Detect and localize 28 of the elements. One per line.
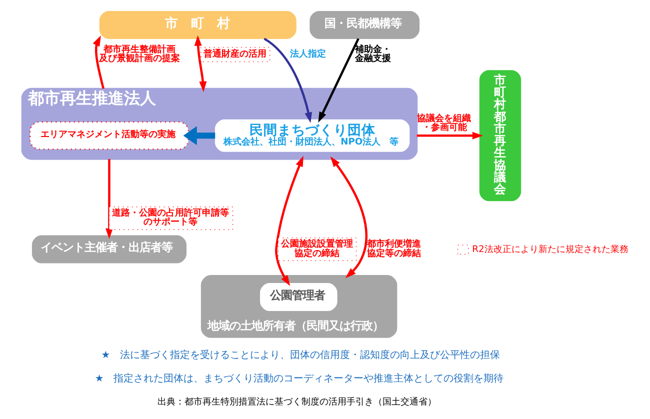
arrow [183, 126, 216, 146]
label: ★ 指定された団体は、まちづくり活動のコーディネーターや推進主体としての役割を期待 [94, 373, 504, 384]
arrow [416, 132, 484, 140]
arrow [330, 156, 368, 278]
edge-label: 普通財産の活用 [204, 50, 267, 60]
arrow [264, 38, 312, 123]
edge-label: 都市利便増進協定等の締結 [367, 240, 422, 259]
label: 出典：都市再生特別措置法に基づく制度の活用手引き（国土交通省） [157, 398, 436, 408]
arrow [194, 35, 207, 92]
legend-label: R2法改正により新たに規定された業務 [472, 245, 628, 256]
node-box: イベント主催者・出店者等 [32, 235, 187, 264]
node-box: 市 町 村 [99, 10, 296, 40]
edge-label: 協議会を組織・参画可能 [417, 114, 472, 134]
arrow [318, 38, 360, 123]
edge-label: 道路・公園の占用許可申請等のサポート等 [112, 208, 229, 228]
label: ★ 法に基づく指定を受けることにより、団体の信用度・認知度の向上及び公平性の担保 [101, 350, 500, 361]
edge-label: 法人指定 [290, 50, 326, 60]
edge-label: 都市再生整備計画及び景観計画の提案 [99, 44, 180, 64]
node-box: 民間まちづくり団体 株式会社、社団・財団法人、NPO法人 等 [214, 119, 410, 152]
node-box: 公園管理者 [260, 283, 338, 312]
node-box: 市町村都市再生協議会 [479, 70, 522, 202]
arrow [106, 159, 113, 239]
node-box: エリアマネジメント活動等の実施 [29, 121, 190, 150]
edge-label: 公園施設設置管理協定の締結 [280, 240, 353, 259]
edge-label: 補助金・金融支援 [355, 44, 392, 64]
arrow [275, 156, 304, 286]
node-box: 国・民都機構等 [310, 10, 420, 40]
arrow [92, 36, 104, 89]
